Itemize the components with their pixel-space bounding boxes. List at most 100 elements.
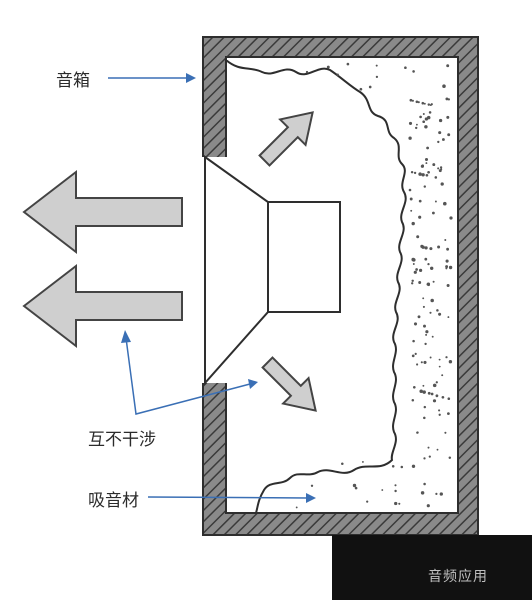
absorbent-dot (447, 316, 450, 319)
internal-arrow-up (258, 111, 314, 167)
absorbent-dot (359, 87, 363, 91)
absorbent-dot (434, 176, 438, 179)
absorbent-dot (428, 111, 432, 114)
pointer-no-interference (125, 337, 251, 415)
absorbent-dot (430, 266, 434, 270)
absorbent-dot (436, 309, 439, 312)
absorbent-dot (368, 85, 372, 89)
absorbent-dot (423, 360, 427, 364)
absorbent-dot (447, 98, 451, 101)
absorbent-dot (412, 70, 415, 73)
absorbent-dot (424, 125, 428, 129)
absorbent-dot (411, 464, 416, 468)
internal-arrows (258, 111, 317, 412)
absorbent-dot (427, 262, 430, 266)
absorbent-dot (447, 412, 450, 415)
absorbent-dot (416, 235, 420, 239)
absorbent-dot (398, 502, 401, 505)
absorbent-dot (434, 200, 437, 203)
absorbent-dot (429, 356, 432, 359)
absorbent-dot (444, 431, 447, 434)
absorbent-dot (445, 267, 448, 270)
speaker-cone (204, 155, 269, 386)
absorbent-dot (427, 103, 431, 106)
absorbent-dot (438, 409, 441, 412)
absorbent-dot (448, 265, 453, 270)
pointer-no-interference-head-left (121, 330, 131, 343)
absorbent-dot (423, 185, 426, 188)
absorbent-dot (423, 405, 427, 409)
absorbent-dot (438, 358, 441, 361)
pointer-absorbent (147, 496, 309, 499)
absorbent-dot (428, 455, 431, 458)
absorbent-dot (418, 281, 422, 284)
absorbent-dot (424, 342, 427, 346)
absorbent-dot (442, 84, 446, 88)
absorbent-dot (418, 215, 422, 219)
absorbent-dot (346, 62, 350, 66)
absorbent-dot (411, 99, 414, 102)
absorbent-dot (439, 166, 443, 169)
absorbent-dot (418, 199, 422, 203)
absorbent-dot (408, 188, 412, 192)
absorbent-dot (414, 352, 417, 355)
absorbent-dot (435, 381, 438, 384)
absorbent-dot (448, 360, 453, 364)
absorbent-dot (424, 157, 429, 162)
absorbent-dot (446, 115, 450, 119)
absorbent-dot (421, 164, 424, 167)
absorbent-dot (437, 167, 440, 170)
pointer-absorbent-head (306, 493, 316, 503)
absorbent-dot (326, 65, 330, 69)
absorbent-dot (391, 465, 395, 468)
absorbent-dot (421, 101, 425, 105)
absorbent-dot (449, 216, 453, 220)
absorbent-dot (423, 416, 426, 420)
absorbent-dot (394, 501, 398, 506)
absorbent-dot (354, 486, 358, 490)
absorbent-dot (366, 500, 369, 503)
absorbent-dot (424, 257, 428, 261)
absorbent-dot (381, 489, 384, 491)
absorbent-dot (422, 384, 425, 387)
absorbent-dot (425, 162, 428, 165)
absorbent-dot (432, 383, 437, 388)
absorbent-dot (438, 118, 443, 123)
absorbent-dot (437, 140, 440, 144)
absorbent-dot (435, 394, 439, 398)
absorbent-dot (441, 138, 445, 141)
absorbent-dot (430, 298, 434, 303)
absorbent-dot (352, 483, 357, 488)
absorbent-dot (404, 66, 407, 70)
absorbent-dot (422, 305, 425, 308)
absorbent-dot (341, 462, 344, 465)
speaker-magnet (267, 201, 341, 313)
absorbent-dot (424, 246, 428, 250)
absorbent-dot (438, 131, 442, 135)
speaker-driver (204, 155, 341, 386)
absorbent-dot (411, 398, 415, 402)
absorbent-dot (443, 201, 447, 206)
absorbent-dot (425, 333, 428, 336)
absorbent-dot (421, 245, 425, 249)
absorbent-dot (408, 136, 412, 140)
absorbent-dot (425, 173, 429, 177)
absorbent-dot (411, 282, 414, 285)
absorbent-dot (438, 413, 441, 416)
absorbent-dot (422, 113, 425, 115)
absorbent-dot (432, 280, 435, 283)
absorbent-dot (420, 491, 425, 495)
absorbent-dot (411, 257, 415, 262)
absorbent-dot (424, 117, 429, 121)
absorbent-dot (336, 73, 339, 76)
absorbent-dot (441, 374, 444, 377)
absorbent-dot (446, 64, 450, 68)
absorbent-dot (429, 311, 432, 314)
absorbent-dot (411, 279, 414, 283)
absorbent-dot (413, 270, 417, 274)
absorbent-dot (394, 484, 397, 487)
outward-arrows (22, 169, 183, 349)
absorbent-dot (422, 120, 426, 124)
pointer-enclosure-head (186, 73, 196, 83)
outward-arrow-lower (22, 263, 183, 349)
